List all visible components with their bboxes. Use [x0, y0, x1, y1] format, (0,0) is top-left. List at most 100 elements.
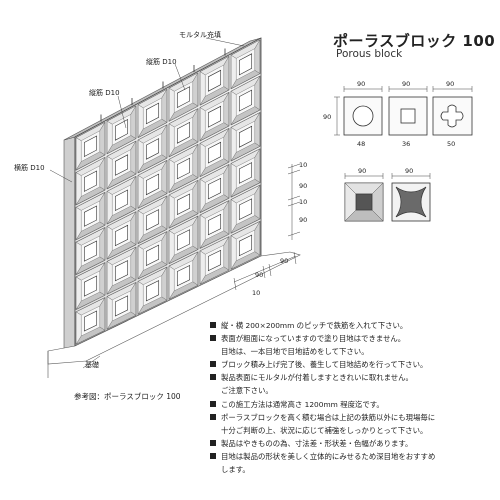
note-line: ご注意下さい。: [210, 384, 500, 397]
pattern-square-caption: 36: [402, 140, 410, 148]
pattern-square-width: 90: [402, 80, 410, 88]
block-bevel-left: [230, 235, 237, 270]
dimension-bottom: [233, 251, 297, 291]
note-line: 製品表面にモルタルが付着しますときれいに取れません。: [210, 371, 500, 384]
block-opening: [177, 121, 190, 144]
block-bevel-left: [230, 163, 237, 198]
note-line: 目地は、一本目地で目地詰めをして下さい。: [210, 345, 500, 358]
label-mortar-fill: モルタル充填: [179, 31, 221, 39]
block-bevel-left: [168, 230, 175, 265]
block-opening: [146, 102, 159, 125]
leader-vertical-top: [174, 63, 186, 91]
dim-bottom-90a: 90: [280, 257, 288, 265]
dimension-right: [287, 163, 301, 240]
wall-end-face: [63, 136, 76, 351]
note-text: 目地は製品の形状を美しく立体的にみせるため深目地をおすすめ: [221, 451, 436, 461]
note-line: 目地は製品の形状を美しく立体的にみせるため深目地をおすすめ: [210, 450, 500, 463]
foundation-slab: [47, 251, 301, 365]
leader-foundation: [82, 355, 101, 369]
block-bevel-left: [199, 107, 206, 142]
block-bevel-left: [230, 127, 237, 162]
pattern-cross-width: 90: [446, 80, 454, 88]
pattern-block-bevel-square: [344, 182, 384, 222]
block-opening: [146, 244, 159, 266]
page-title: ポーラスブロック 100: [333, 32, 496, 50]
block-bevel-left: [137, 104, 144, 139]
bullet-icon: [210, 361, 216, 368]
pattern-block-square: [388, 96, 428, 136]
dim-right-10a: 10: [299, 161, 307, 169]
leader-horizontal: [49, 169, 73, 183]
note-line: 十分ご判断の上、状況に応じて補強をしっかりとって下さい。: [210, 424, 500, 437]
leader-vertical-left: [117, 95, 127, 129]
label-horizontal-rebar: 横筋 D10: [14, 164, 45, 172]
pattern-block-circle: [343, 96, 383, 136]
block-opening: [208, 141, 221, 164]
block-opening: [177, 157, 190, 180]
rebar-lines: [100, 48, 226, 122]
block-opening: [239, 53, 252, 76]
block-opening: [239, 162, 252, 184]
block-bevel-left: [199, 178, 206, 214]
label-vertical-rebar-top: 縦筋 D10: [146, 58, 177, 66]
block-opening: [239, 125, 252, 148]
note-text: ブロック積み上げ完了後、養生して目地詰めを行って下さい。: [221, 360, 428, 370]
block-opening: [115, 189, 128, 211]
block-bevel-left: [137, 245, 144, 280]
note-text: 表面が粗面になっていますので塗り目地はできません。: [221, 334, 406, 344]
block-opening: [208, 105, 221, 128]
note-line: 製品はやきものの為、寸法差・形状差・色幅があります。: [210, 437, 500, 450]
block-bevel-left: [199, 143, 206, 178]
label-vertical-rebar-left: 縦筋 D10: [89, 89, 120, 97]
dim-bottom-10: 10: [252, 289, 260, 297]
note-text: この施工方法は通常高さ 1200mm 程度迄です。: [221, 399, 384, 409]
block-bevel-left: [75, 137, 82, 171]
bullet-icon: [210, 374, 216, 381]
block-bevel-left: [106, 191, 113, 225]
block-bevel-left: [106, 155, 113, 190]
block-bevel-left: [75, 172, 82, 206]
block-opening: [146, 209, 159, 231]
bullet-icon: [210, 439, 216, 446]
note-line: 表面が粗面になっていますので塗り目地はできません。: [210, 332, 500, 345]
block-opening: [177, 265, 190, 287]
pattern-block-star: [391, 182, 431, 222]
bullet-icon: [210, 322, 216, 328]
block-opening: [239, 89, 252, 112]
block-opening: [115, 154, 128, 176]
block-bevel-left: [199, 71, 206, 106]
block-opening: [239, 198, 252, 220]
note-line: ブロック積み上げ完了後、養生して目地詰めを行って下さい。: [210, 358, 500, 371]
dim-bottom-90b: 90: [255, 271, 263, 279]
pattern-cross-caption: 50: [447, 140, 455, 148]
block-opening: [239, 234, 252, 257]
block-bevel-left: [168, 123, 175, 158]
block-opening: [84, 205, 97, 227]
note-text: 製品表面にモルタルが付着しますときれいに取れません。: [221, 373, 413, 383]
bullet-icon: [210, 452, 216, 459]
block-bevel-left: [75, 241, 82, 276]
bullet-icon: [210, 400, 216, 407]
pattern-block-cross: [432, 96, 473, 136]
block-opening: [84, 170, 97, 192]
block-bevel-left: [168, 159, 175, 194]
block-opening: [115, 295, 128, 317]
dim-right-90b: 90: [299, 216, 307, 224]
block-opening: [84, 275, 97, 297]
block-bevel-left: [137, 281, 144, 315]
block-opening: [177, 193, 190, 215]
pattern-height: 90: [323, 113, 331, 121]
leader-mortar: [205, 37, 245, 47]
dim-right-10b: 10: [299, 198, 307, 206]
note-line: この施工方法は通常高さ 1200mm 程度迄です。: [210, 398, 500, 411]
block-bevel-left: [230, 199, 237, 234]
block-opening: [84, 310, 97, 332]
note-text: 目地は、一本目地で目地詰めをして下さい。: [221, 347, 369, 357]
note-line: します。: [210, 463, 500, 476]
note-line: 縦・横 200×200mm のピッチで鉄筋を入れて下さい。: [210, 319, 500, 332]
note-text: 製品はやきものの為、寸法差・形状差・色幅があります。: [221, 438, 413, 448]
note-text: ご注意下さい。: [221, 386, 273, 396]
block-bevel-left: [106, 261, 113, 295]
pattern-star-width: 90: [405, 167, 413, 175]
pattern-bevel-width: 90: [358, 167, 366, 175]
